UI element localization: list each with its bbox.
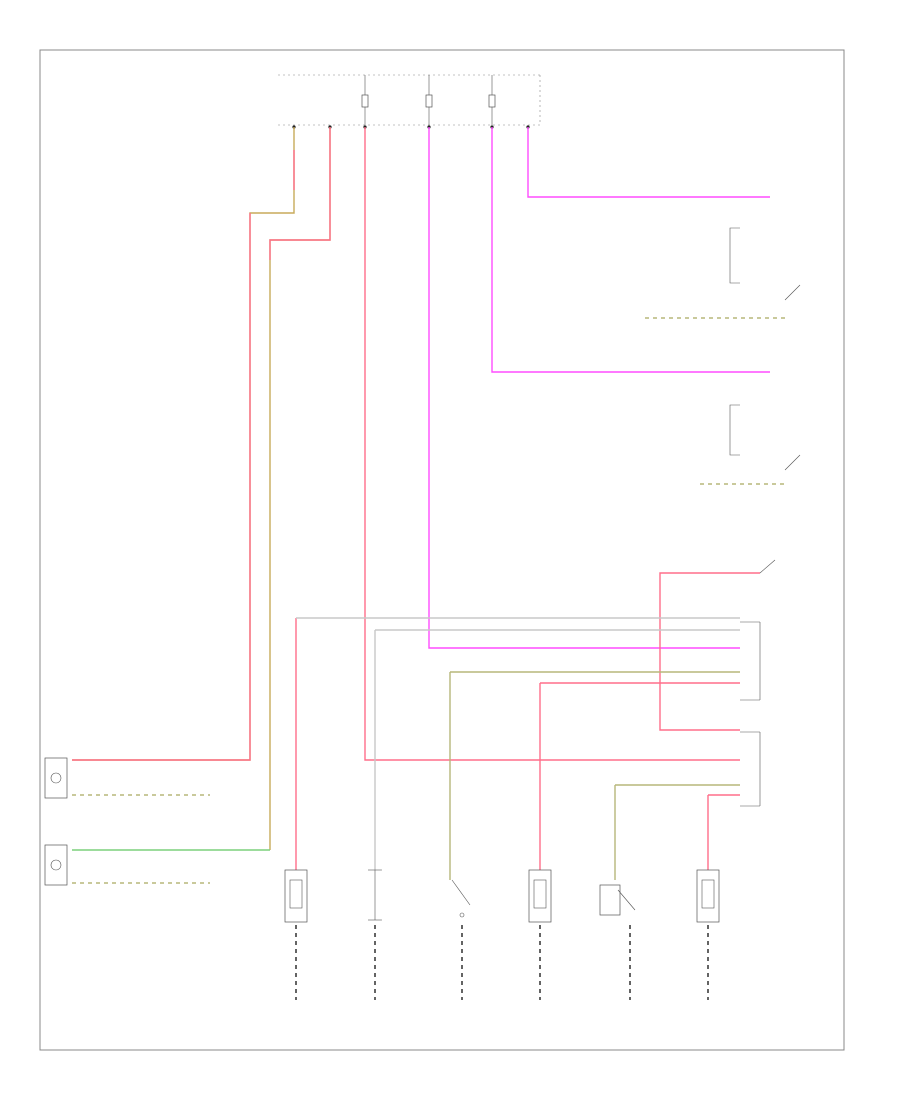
module-mid-right — [729, 404, 801, 471]
wire-tan-lower-left — [269, 127, 331, 850]
wire-pink-right — [707, 794, 740, 870]
contact-switch-5 — [599, 884, 636, 916]
window-motor-module-lower — [740, 731, 761, 807]
wire-olive-right — [614, 784, 740, 880]
wire-pink-center — [364, 127, 740, 761]
wire-pink-lower-left-top — [269, 127, 331, 260]
wire-olive — [449, 671, 740, 880]
wire-pink-right-loop — [659, 572, 760, 731]
wires — [72, 127, 785, 1000]
window-switch-2 — [368, 869, 382, 921]
relay-top-right — [759, 559, 776, 574]
fuse-panel — [278, 74, 541, 129]
switch-lower-left — [44, 844, 68, 886]
fuse-2 — [425, 75, 433, 125]
window-switch-6 — [696, 869, 720, 923]
diagram-frame — [39, 49, 845, 1051]
wire-magenta-top — [527, 127, 770, 198]
window-switch-4 — [528, 869, 552, 923]
window-motor-module-upper — [740, 621, 761, 701]
fuse-panel-terminals — [292, 125, 530, 129]
contact-switch-3 — [451, 879, 471, 918]
module-upper-right — [729, 227, 801, 301]
wire-tan-main — [72, 127, 295, 761]
wire-magenta-center — [428, 127, 740, 649]
wire-magenta-upper — [491, 127, 770, 373]
switch-upper-left — [44, 757, 68, 799]
fuse-1 — [361, 75, 369, 125]
fuse-3 — [488, 75, 496, 125]
wire-pink-upper-left — [72, 213, 251, 761]
wire-gray-second — [374, 629, 740, 870]
window-switch-1 — [284, 869, 308, 923]
wire-pink-module — [539, 682, 740, 870]
